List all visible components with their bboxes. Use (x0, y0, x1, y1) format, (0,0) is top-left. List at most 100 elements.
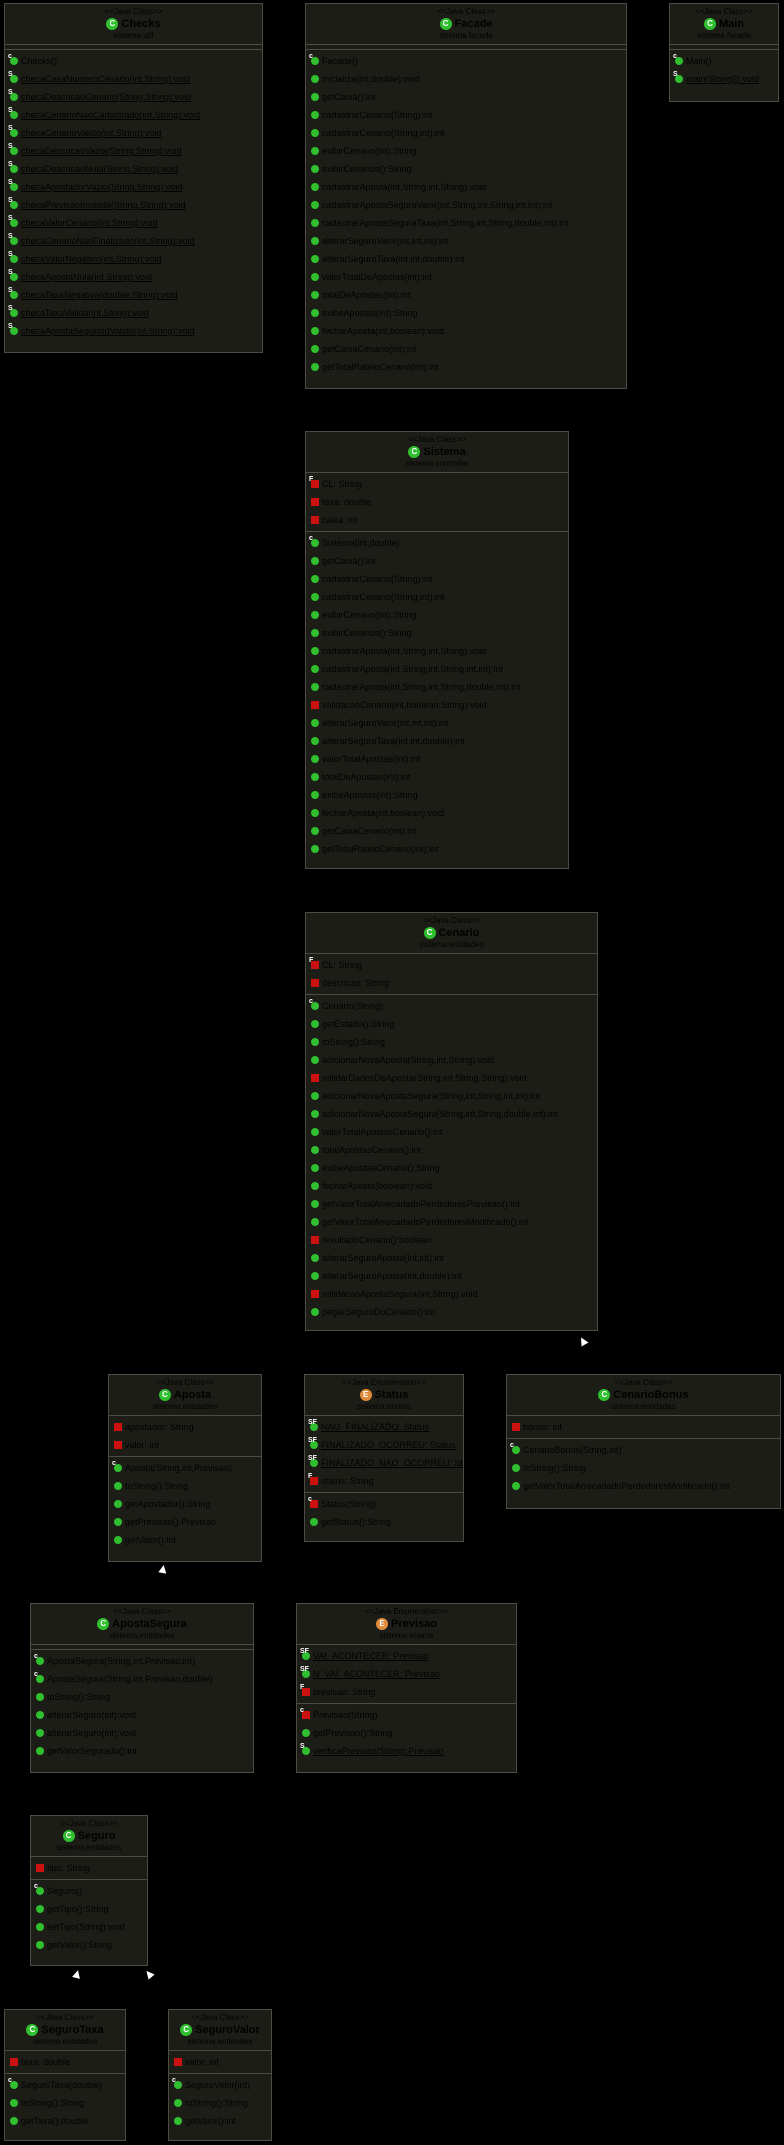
method-row[interactable]: cadastrarAposta(int,String,int,String):v… (306, 178, 626, 196)
method-row[interactable]: getValor():String (31, 1936, 147, 1954)
field-row[interactable]: caixa: int (306, 511, 568, 529)
method-row[interactable]: getStatus():String (305, 1513, 463, 1531)
method-row[interactable]: cadastrarApostaSeguraTaxa(int,String,int… (306, 214, 626, 232)
method-row[interactable]: exibirCenarios():String (306, 624, 568, 642)
method-row[interactable]: getTotalRateioCenario(int):int (306, 840, 568, 858)
method-row[interactable]: getTaxa():double (5, 2112, 125, 2130)
method-row[interactable]: cadastrarAposta(int,String,int,String,in… (306, 660, 568, 678)
method-row[interactable]: validacaoCenario(int,boolean,String):voi… (306, 696, 568, 714)
method-row[interactable]: fecharAposta(int,boolean):void (306, 322, 626, 340)
method-row[interactable]: toString():String (31, 1688, 253, 1706)
method-row[interactable]: alterarSeguroAposta(int,double):int (306, 1267, 597, 1285)
method-row[interactable]: getEstado():String (306, 1015, 597, 1033)
method-row[interactable]: getApostador():String (109, 1495, 261, 1513)
field-row[interactable]: taxa: double (306, 493, 568, 511)
method-row[interactable]: valorTotalApostasCenario():int (306, 1123, 597, 1141)
method-row[interactable]: getPrevisao():String (297, 1724, 516, 1742)
method-row[interactable]: cadastrarCenario(String):int (306, 106, 626, 124)
method-row[interactable]: getTipo():String (31, 1900, 147, 1918)
field-row[interactable]: valor: int (109, 1436, 261, 1454)
method-row[interactable]: cadastrarApostaSeguraValor(int,String,in… (306, 196, 626, 214)
method-row[interactable]: alterarSeguro(int):void (31, 1724, 253, 1742)
method-row[interactable]: totalDeApostas(int):int (306, 286, 626, 304)
method-row[interactable]: getCaixa():int (306, 88, 626, 106)
method-row[interactable]: alterarSeguro(int):void (31, 1706, 253, 1724)
method-row[interactable]: setTipo(String):void (31, 1918, 147, 1936)
method-row[interactable]: toString():String (109, 1477, 261, 1495)
method-row[interactable]: pegarSeguroDoCenario():int (306, 1303, 597, 1321)
method-row[interactable]: getCaixaCenario(int):int (306, 340, 626, 358)
method-row[interactable]: resultadoCenario():boolean (306, 1231, 597, 1249)
method-row[interactable]: cadastrarCenario(String,int):int (306, 124, 626, 142)
method-row[interactable]: totalDeApostas(int):int (306, 768, 568, 786)
method-row[interactable]: cadastrarAposta(int,String,int,String):v… (306, 642, 568, 660)
method-row[interactable]: getCaixaCenario(int):int (306, 822, 568, 840)
method-row[interactable]: alterarSeguroTaxa(int,int,double):int (306, 250, 626, 268)
method-row[interactable]: exibirCenarios():String (306, 160, 626, 178)
method-row[interactable]: toString():String (306, 1033, 597, 1051)
method-row[interactable]: alterarSeguroValor(int,int,int):int (306, 714, 568, 732)
method-row[interactable]: toString():String (169, 2094, 271, 2112)
method-row[interactable]: getPrevisao():Previsao (109, 1513, 261, 1531)
method-row[interactable]: exibirCenario(int):String (306, 606, 568, 624)
method-row[interactable]: cadastrarCenario(String):int (306, 570, 568, 588)
method-row[interactable]: totalApostasCenario():int (306, 1141, 597, 1159)
method-row[interactable]: alterarSeguroAposta(int,int):int (306, 1249, 597, 1267)
method-row[interactable]: fecharAposta(int,boolean):void (306, 804, 568, 822)
field-row[interactable]: tipo: String (31, 1859, 147, 1877)
field-row[interactable]: bonus: int (507, 1418, 780, 1436)
method-row[interactable]: valorTotalApostas(int):int (306, 750, 568, 768)
method-row[interactable]: getValor():int (109, 1531, 261, 1549)
field-row[interactable]: descricao: String (306, 974, 597, 992)
method-row[interactable]: exibirCenario(int):String (306, 142, 626, 160)
method-row[interactable]: getValorTotalArrecadadoPerdedoresModific… (507, 1477, 780, 1495)
field-row[interactable]: taxa: double (5, 2053, 125, 2071)
method-row[interactable]: exibeApostas(int):String (306, 304, 626, 322)
field-row[interactable]: apostador: String (109, 1418, 261, 1436)
method-row[interactable]: validacaoApostaSegura(int,String):void (306, 1285, 597, 1303)
method-row[interactable]: getValorTotalArrecadadoPerdedoresModific… (306, 1213, 597, 1231)
method-row[interactable]: getValorSegurado():int (31, 1742, 253, 1760)
method-row[interactable]: adicionarNovaApostaSegura(String,int,Str… (306, 1087, 597, 1105)
